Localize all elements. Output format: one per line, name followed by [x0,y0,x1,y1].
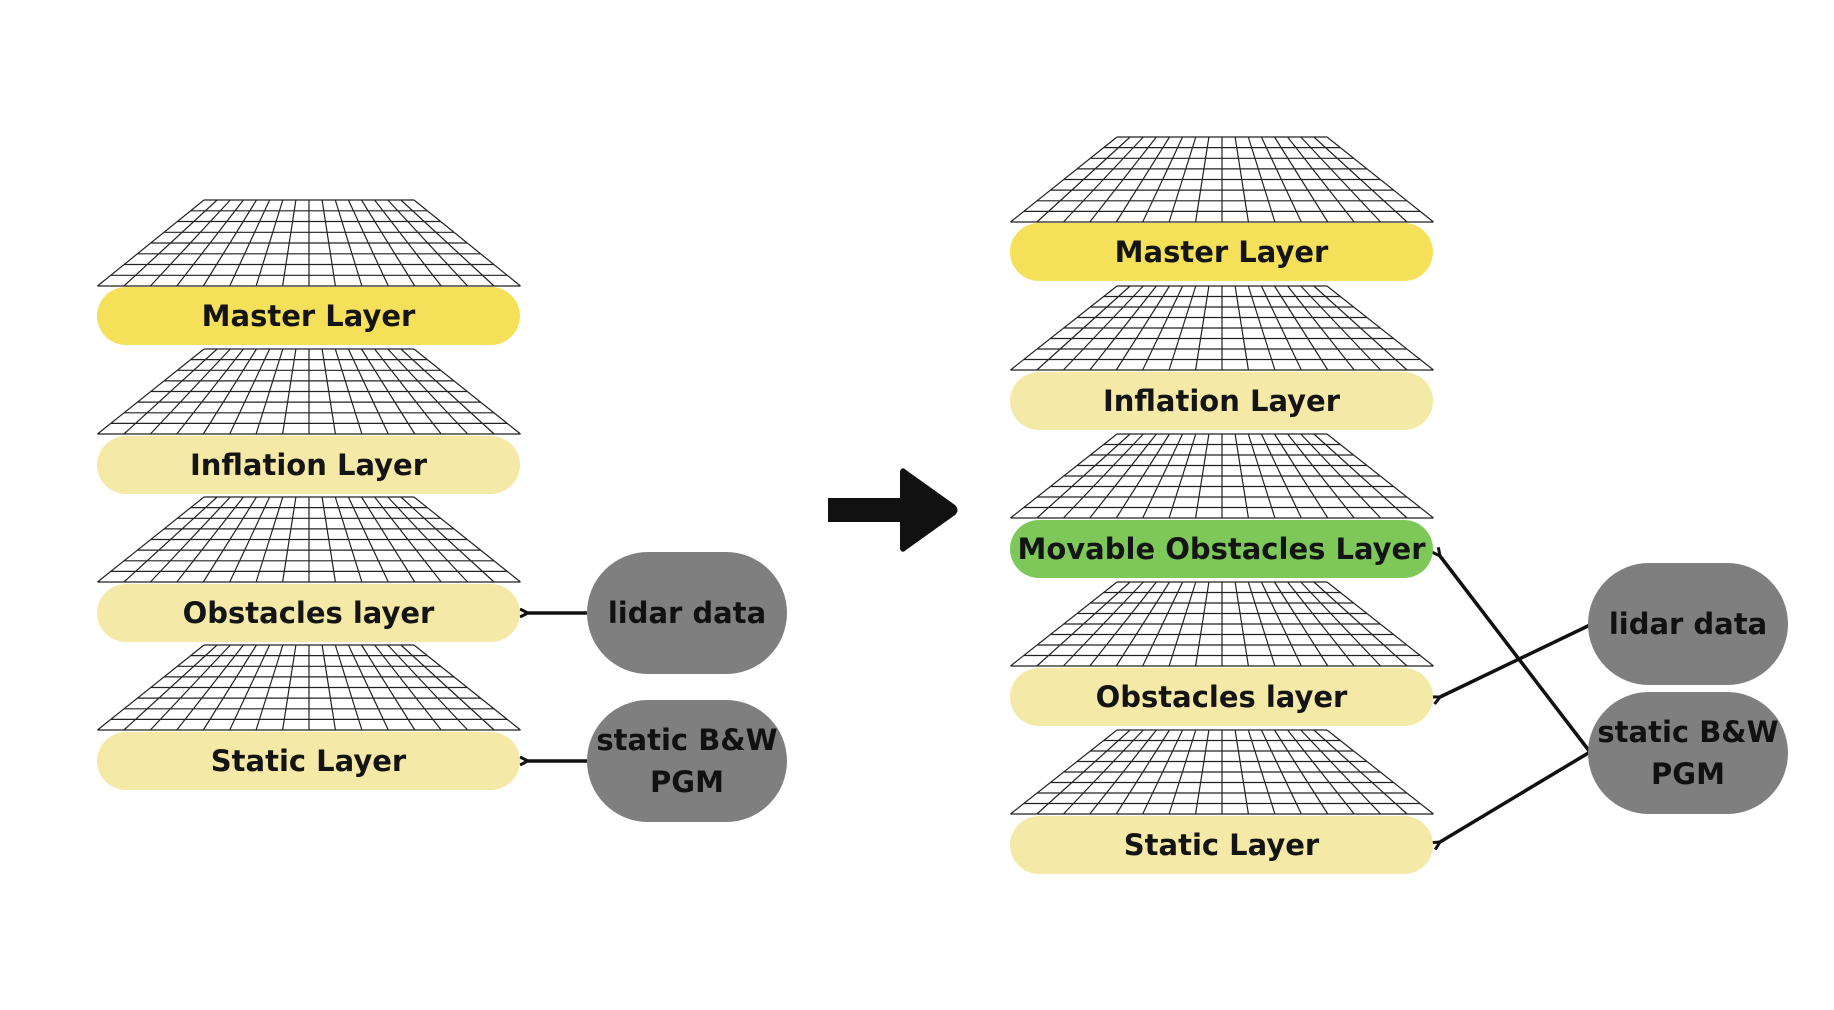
right-static-pgm-label-line2: PGM [1651,757,1725,791]
right-arrow-icon [828,468,958,552]
left-grid-plane-1 [97,199,521,287]
left-grid-plane-3 [97,496,521,583]
right-grid-plane-1 [1010,136,1434,223]
right-grid-plane-4 [1010,581,1434,667]
right-inflation-layer: Inflation Layer [1010,372,1433,430]
right-master-layer: Master Layer [1010,223,1433,281]
connector-arrows [528,556,1592,842]
right-pgm-to-static-arrow [1440,750,1591,842]
right-grid-plane-3 [1010,433,1434,519]
right-movable-obstacles-layer: Movable Obstacles Layer [1010,520,1433,578]
right-grid-plane-2 [1010,285,1434,371]
right-static-pgm-label-line1: static B&W [1597,715,1779,749]
right-obstacles-layer: Obstacles layer [1010,668,1433,726]
right-pgm-to-movable-arrow [1440,556,1592,754]
right-grid-plane-5 [1010,729,1434,815]
left-grid-plane-4 [97,644,521,731]
left-lidar-data-label: lidar data [607,596,767,630]
left-inflation-layer: Inflation Layer [97,436,520,494]
right-lidar-to-obstacles-arrow [1440,623,1591,697]
left-grid-plane-2 [97,348,521,435]
left-lidar-data-source: lidar data [587,552,787,674]
left-obstacles-layer: Obstacles layer [97,584,520,642]
right-lidar-data-label: lidar data [1608,607,1768,641]
left-static-pgm-label-line1: static B&W [596,723,778,757]
right-lidar-data-source: lidar data [1588,563,1788,685]
left-static-pgm-source: static B&W PGM [587,700,787,822]
grid-planes [97,136,1434,815]
right-static-layer: Static Layer [1010,816,1433,874]
right-static-pgm-source: static B&W PGM [1588,692,1788,814]
left-master-layer: Master Layer [97,287,520,345]
left-static-layer: Static Layer [97,732,520,790]
left-static-pgm-label-line2: PGM [650,765,724,799]
